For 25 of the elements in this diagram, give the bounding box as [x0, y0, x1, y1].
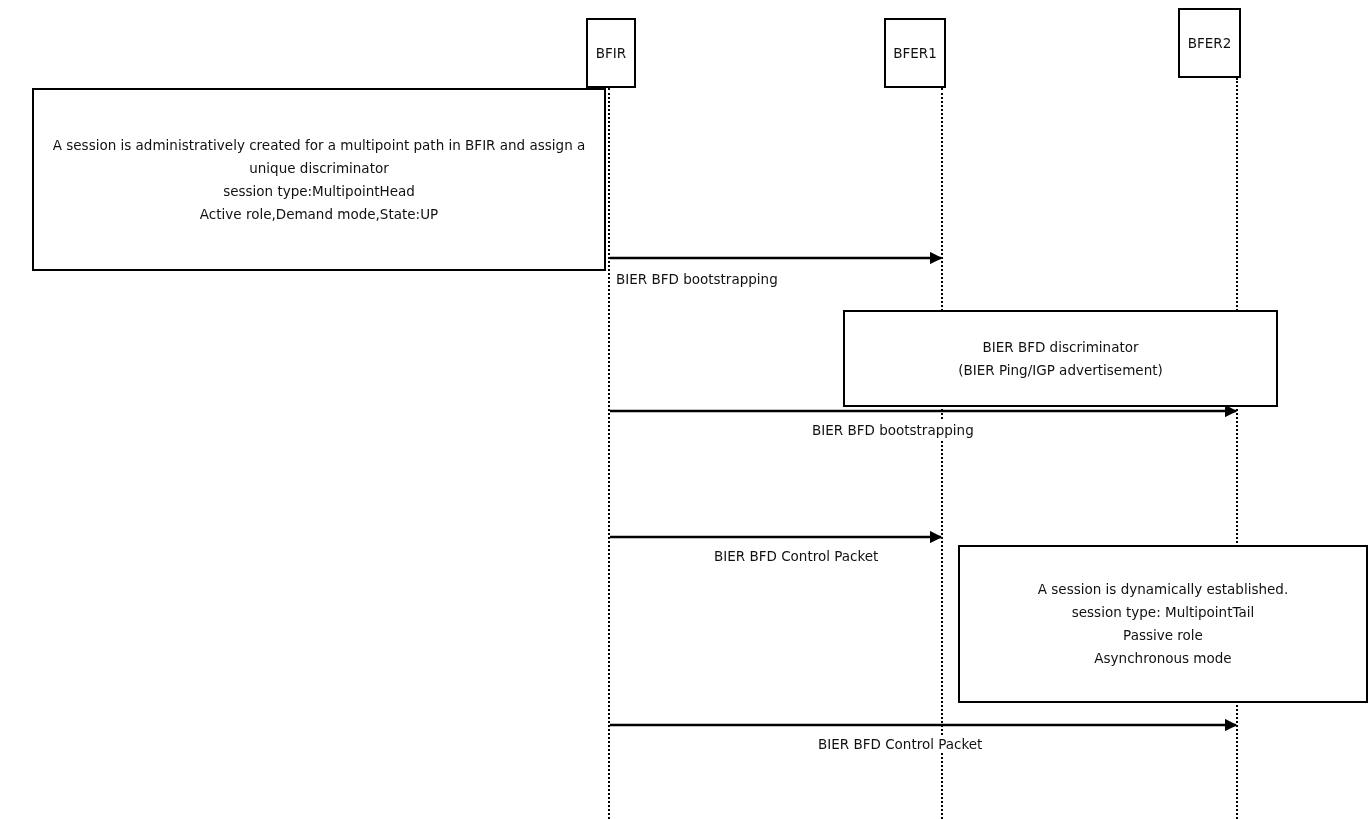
note-text: (BIER Ping/IGP advertisement) [958, 360, 1163, 380]
note-box [32, 88, 606, 271]
participant-box [884, 18, 946, 88]
lifeline [608, 88, 610, 819]
participant-box [1178, 8, 1241, 78]
note-text: Active role,Demand mode,State:UP [199, 204, 439, 224]
note-text: Asynchronous mode [1094, 649, 1232, 668]
note-box [958, 545, 1368, 703]
note-text: session type:MultipointHead [223, 181, 415, 201]
edge-label: BIER BFD Control Packet [816, 735, 985, 753]
note-text: BIER BFD discriminator [982, 337, 1139, 357]
message-arrow [610, 718, 1238, 732]
participant-box [586, 18, 636, 88]
note-text: A session is dynamically established. [1037, 580, 1289, 599]
note-text: session type: MultipointTail [1071, 603, 1255, 622]
edge-label: BIER BFD bootstrapping [810, 421, 976, 439]
note-text: Passive role [1123, 626, 1203, 645]
edge-label: BIER BFD bootstrapping [614, 270, 780, 288]
message-arrow [610, 251, 943, 265]
participant-name: BFER1 [893, 43, 937, 63]
participant-name: BFIR [595, 43, 627, 63]
note-box [843, 310, 1278, 407]
message-arrow [610, 530, 943, 544]
participant-name: BFER2 [1187, 33, 1232, 53]
lifeline [1236, 78, 1238, 819]
